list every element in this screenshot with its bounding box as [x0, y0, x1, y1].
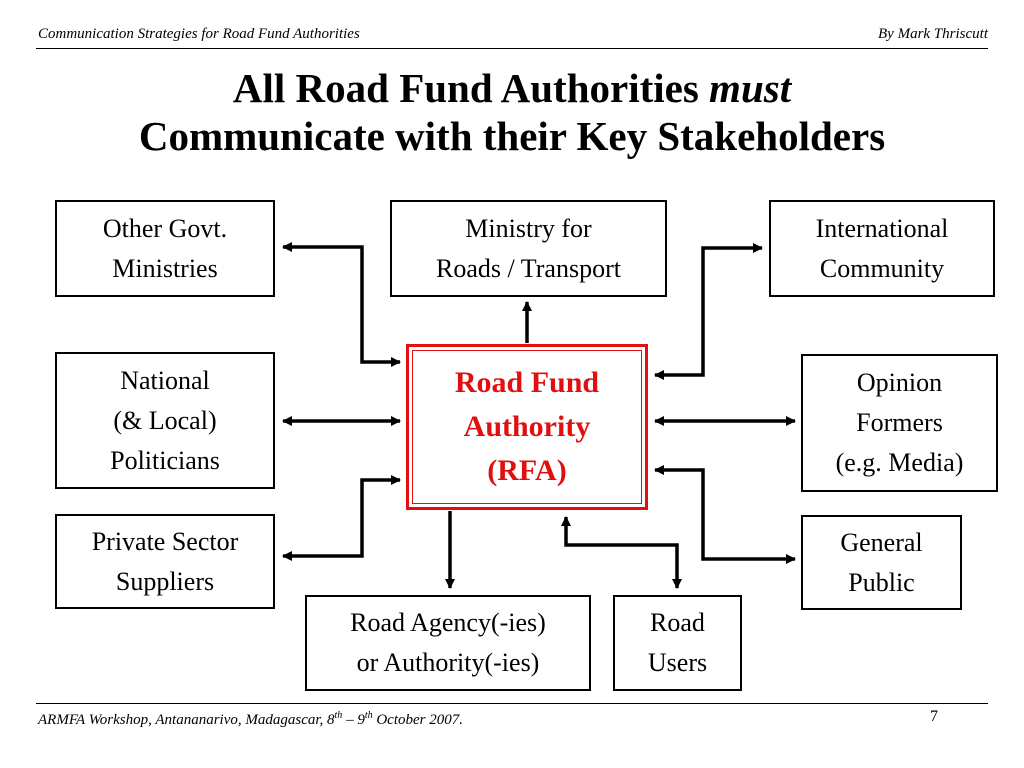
box-private-line-2: Suppliers: [115, 566, 215, 596]
arrow-private: [282, 475, 401, 561]
header-author-text: By Mark Thriscutt: [878, 26, 988, 42]
header-rule: [36, 48, 988, 49]
page-number: 7: [930, 708, 938, 725]
box-general-public: General Public: [801, 515, 962, 610]
title-line-1-text: All Road Fund Authorities: [232, 65, 710, 111]
rfa-line-3: (RFA): [487, 454, 567, 487]
box-users-line-1: Road: [650, 608, 705, 637]
box-road-fund-authority: Road Fund Authority (RFA): [406, 344, 648, 510]
box-agency-line-1: Road Agency(-ies): [350, 608, 546, 637]
title-line-1: All Road Fund Authorities must: [0, 64, 1024, 112]
footer-text-part-2: – 9: [342, 712, 365, 728]
box-other-govt-line-2: Ministries: [112, 253, 218, 283]
title-emphasis-must: must: [709, 65, 792, 111]
footer-rule: [36, 703, 988, 704]
box-opinion-line-1: Opinion: [856, 368, 943, 397]
footer-sup-1: th: [334, 710, 343, 721]
footer-text-part-1: ARMFA Workshop, Antananarivo, Madagascar…: [38, 712, 335, 728]
box-politicians-line-2: (& Local): [113, 405, 217, 435]
box-politicians-line-3: Politicians: [110, 445, 220, 475]
arrow-other-govt: [282, 242, 401, 367]
box-public-line-2: Public: [848, 567, 915, 597]
footer-sup-2: th: [364, 710, 373, 721]
box-road-fund-authority-inner: Road Fund Authority (RFA): [412, 350, 642, 504]
box-other-govt-ministries: Other Govt. Ministries: [55, 200, 275, 297]
rfa-line-1: Road Fund: [454, 366, 600, 399]
box-private-sector-suppliers: Private Sector Suppliers: [55, 514, 275, 609]
box-ministry-roads-transport: Ministry for Roads / Transport: [390, 200, 667, 297]
box-private-line-1: Private Sector: [91, 526, 239, 556]
box-politicians-line-1: National: [120, 365, 210, 395]
title-line-2: Communicate with their Key Stakeholders: [138, 113, 886, 159]
box-national-politicians: National (& Local) Politicians: [55, 352, 275, 489]
box-international-line-1: International: [815, 213, 949, 243]
rfa-line-2: Authority: [463, 410, 591, 443]
box-ministry-line-1: Ministry for: [465, 213, 592, 243]
box-ministry-line-2: Roads / Transport: [436, 253, 621, 283]
slide-title: All Road Fund Authorities must Communica…: [0, 64, 1024, 160]
box-other-govt-line-1: Other Govt.: [102, 213, 228, 243]
box-international-community: International Community: [769, 200, 995, 297]
box-international-line-2: Community: [819, 253, 945, 283]
footer-text-part-3: October 2007.: [372, 712, 463, 728]
box-agency-line-2: or Authority(-ies): [356, 648, 540, 677]
box-road-agency: Road Agency(-ies) or Authority(-ies): [305, 595, 591, 691]
header-left-text: Communication Strategies for Road Fund A…: [38, 26, 360, 42]
arrow-international: [654, 243, 763, 380]
arrow-public: [654, 465, 796, 564]
box-opinion-line-2: Formers: [856, 408, 943, 437]
box-users-line-2: Users: [647, 648, 708, 677]
footer-event-text: ARMFA Workshop, Antananarivo, Madagascar…: [38, 710, 463, 729]
box-opinion-line-3: (e.g. Media): [835, 448, 964, 477]
box-road-users: Road Users: [613, 595, 742, 691]
box-opinion-formers: Opinion Formers (e.g. Media): [801, 354, 998, 492]
box-public-line-1: General: [840, 527, 923, 557]
arrow-users: [561, 516, 682, 589]
